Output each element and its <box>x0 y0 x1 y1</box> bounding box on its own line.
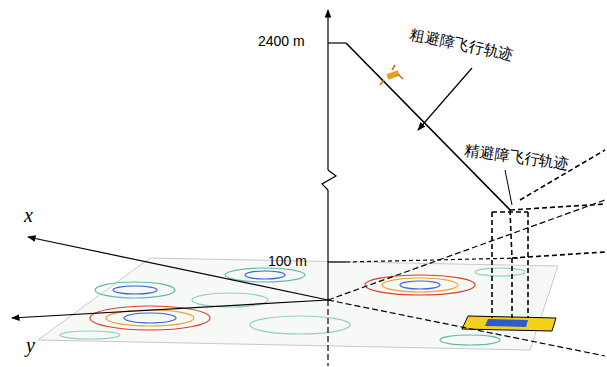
fine-trajectory <box>492 150 605 318</box>
landing-site-core <box>485 319 528 327</box>
height-label: 100 m <box>268 254 307 269</box>
coarse-leader <box>418 68 472 130</box>
trajectory-label: 精避障飞行轨迹 <box>464 142 570 173</box>
axis-label: y <box>26 334 35 356</box>
fine-leader <box>505 170 512 205</box>
coarse-trajectory <box>346 43 510 210</box>
axis-label: x <box>24 204 33 226</box>
trajectory-label: 粗避障飞行轨迹 <box>409 26 515 64</box>
terrain-contours <box>60 268 525 345</box>
lander-icon <box>380 65 403 85</box>
landing-site <box>462 316 556 331</box>
height-label: 2400 m <box>258 34 305 49</box>
terrain-plane <box>38 258 558 350</box>
axes <box>12 10 605 366</box>
